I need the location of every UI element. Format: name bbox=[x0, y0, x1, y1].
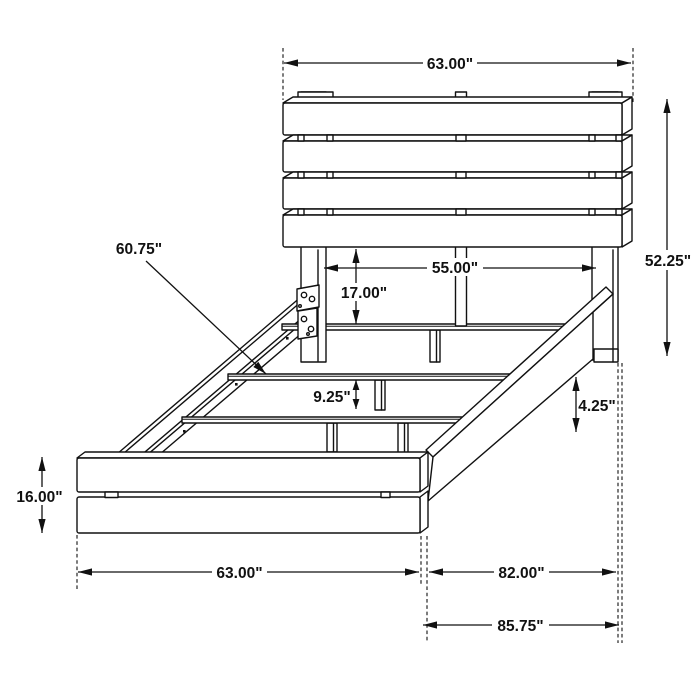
screw-dot bbox=[183, 430, 186, 433]
headboard-slat-2 bbox=[282, 134, 633, 173]
dim-side-rail-length: 60.75" bbox=[116, 241, 267, 375]
dim-label-footboard-width: 63.00" bbox=[216, 565, 262, 582]
footboard-slat-top bbox=[76, 457, 421, 493]
screw-dot bbox=[286, 337, 289, 340]
slat-2 bbox=[227, 373, 511, 411]
right-side-rail bbox=[425, 286, 619, 502]
dim-headboard-width: 63.00" bbox=[284, 54, 631, 73]
dim-slat-rail-span: 55.00" bbox=[324, 258, 596, 277]
dim-label-slat-support-height: 9.25" bbox=[313, 389, 351, 406]
dim-label-headboard-height: 52.25" bbox=[645, 253, 691, 270]
dim-label-inner-length: 82.00" bbox=[498, 565, 544, 582]
dim-label-slat-rail-span: 55.00" bbox=[432, 260, 478, 277]
slat-3 bbox=[181, 416, 463, 455]
dim-overall-length: 85.75" bbox=[423, 616, 619, 635]
headboard-slat-1 bbox=[282, 96, 633, 136]
dim-inner-length: 82.00" bbox=[429, 563, 616, 582]
dim-footboard-height: 16.00" bbox=[15, 457, 64, 533]
dim-label-rail-thickness: 4.25" bbox=[578, 398, 616, 415]
dim-label-side-rail-length: 60.75" bbox=[116, 241, 162, 258]
dimensions: 63.00" 52.25" 55.00" 17.00" 60.75" bbox=[15, 48, 697, 643]
dim-rail-thickness: 4.25" bbox=[572, 377, 616, 432]
left-side-rail bbox=[109, 289, 310, 479]
footboard bbox=[76, 451, 429, 534]
footboard-slat-bottom bbox=[76, 496, 421, 534]
rail-bracket bbox=[296, 284, 320, 340]
dim-label-headboard-width: 63.00" bbox=[427, 56, 473, 73]
dim-label-footboard-height: 16.00" bbox=[16, 489, 62, 506]
dim-label-overall-length: 85.75" bbox=[497, 618, 543, 635]
headboard-slat-4 bbox=[282, 208, 633, 248]
dim-label-headboard-clearance: 17.00" bbox=[341, 285, 387, 302]
headboard bbox=[282, 91, 633, 363]
dim-headboard-clearance: 17.00" bbox=[337, 249, 391, 324]
dim-slat-support-height: 9.25" bbox=[313, 380, 360, 409]
dim-footboard-width: 63.00" bbox=[78, 563, 419, 582]
mattress-slats bbox=[181, 323, 566, 455]
headboard-slat-3 bbox=[282, 171, 633, 210]
screw-dot bbox=[235, 383, 238, 386]
post-gap-marks bbox=[297, 134, 623, 216]
dim-headboard-height: 52.25" bbox=[639, 99, 697, 356]
